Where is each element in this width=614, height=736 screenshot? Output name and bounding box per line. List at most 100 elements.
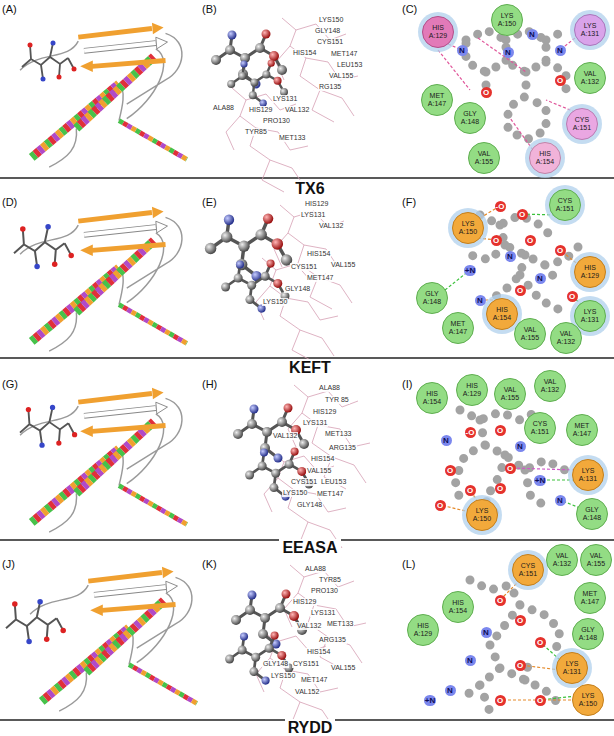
residue-label: GLY148	[262, 660, 289, 668]
residue-label: CYS151	[290, 263, 318, 271]
atom-label: N	[505, 251, 516, 262]
residue-label: HIS129	[312, 408, 337, 416]
residue-label: HIS154	[292, 49, 317, 57]
ligand-title: EEASA	[279, 539, 340, 557]
atom-label: O	[491, 235, 502, 246]
atom-label: -O	[495, 201, 506, 212]
atom-label: O	[517, 209, 528, 220]
residue-circle: LYS A:150	[572, 684, 604, 716]
atom-label: O	[481, 87, 492, 98]
atom-label: O	[495, 483, 506, 494]
residue-circle: VAL A:155	[494, 378, 526, 410]
residue-circle: HIS A:129	[407, 614, 439, 646]
residue-name: VAL A:132	[553, 330, 579, 345]
panel-letter: (D)	[2, 196, 17, 208]
residue-circle: VAL A:132	[574, 62, 606, 94]
atom-label: O	[465, 485, 476, 496]
residue-label: VAL152	[294, 688, 320, 696]
residue-name: GLY A:148	[579, 506, 605, 521]
atom-label: O	[525, 235, 536, 246]
panel-letter: (I)	[402, 378, 412, 390]
residue-name: HIS A:129	[577, 264, 603, 279]
residue-circle: VAL A:132	[534, 370, 566, 402]
residue-label: CYS151	[316, 38, 344, 46]
protein-ribbon	[20, 23, 197, 711]
residue-name: HIS A:129	[425, 24, 451, 39]
residue-name: MET A:147	[424, 92, 450, 107]
residue-label: VAL132	[272, 432, 298, 440]
residue-circle: GLY A:148	[572, 618, 604, 650]
atom-label: N	[535, 273, 546, 284]
atom-label: N	[445, 685, 456, 696]
residue-circle: VAL A:132	[550, 322, 582, 354]
atom-label: N	[555, 45, 566, 56]
residue-circle: VAL A:155	[514, 318, 546, 350]
residue-label: MET147	[306, 274, 334, 282]
residue-name: CYS A:151	[552, 197, 578, 212]
residue-label: VAL155	[306, 467, 332, 475]
residue-label: VAL132	[318, 222, 344, 230]
residue-circle: LYS A:150	[466, 499, 498, 531]
atom-label: +N	[534, 475, 546, 486]
residue-label: VAL155	[330, 664, 356, 672]
residue-name: HIS A:129	[459, 382, 485, 397]
residue-label: LEU153	[336, 61, 363, 69]
residue-name: LYS A:150	[455, 220, 481, 235]
residue-name: MET A:147	[445, 320, 471, 335]
residue-label: LYS150	[270, 672, 296, 680]
residue-label: LYS150	[282, 489, 308, 497]
residue-label: LYS131	[300, 211, 326, 219]
residue-label: HIS154	[306, 648, 331, 656]
residue-label: MET147	[316, 490, 344, 498]
panel-letter: (K)	[202, 558, 217, 570]
residue-name: VAL A:155	[471, 150, 497, 165]
residue-circle: CYS A:151	[512, 554, 544, 586]
residue-label: GLY148	[296, 501, 323, 509]
residue-label: VAL132	[284, 106, 310, 114]
residue-circle: LYS A:131	[556, 652, 588, 684]
residue-name: LYS A:131	[559, 660, 585, 675]
residue-label: RG135	[318, 83, 342, 91]
residue-name: CYS A:151	[569, 116, 595, 131]
residue-circle: VAL A:132	[546, 544, 578, 576]
panel-letter: (E)	[202, 196, 217, 208]
residue-label: TYR85	[318, 576, 342, 584]
residue-name: VAL A:132	[537, 378, 563, 393]
residue-label: PRO130	[310, 587, 339, 595]
residue-name: VAL A:132	[549, 552, 575, 567]
atom-label: N	[527, 29, 538, 40]
residue-name: VAL A:132	[577, 70, 603, 85]
atom-label: N	[457, 45, 468, 56]
atom-label: O	[495, 595, 506, 606]
residue-label: TYR85	[244, 128, 268, 136]
ligand-title: RYDD	[285, 719, 336, 736]
residue-name: HIS A:154	[532, 150, 558, 165]
atom-label: O	[515, 615, 526, 626]
atom-label: N	[475, 295, 486, 306]
residue-circle: MET A:147	[566, 414, 598, 446]
pocket-wireframe	[226, 18, 370, 734]
residue-label: MET133	[324, 430, 352, 438]
residue-name: GLY A:148	[575, 626, 601, 641]
residue-label: ARG135	[328, 444, 357, 452]
atom-label: +N	[464, 265, 476, 276]
residue-circle: LYS A:131	[574, 14, 606, 46]
residue-name: GLY A:148	[457, 110, 483, 125]
residue-name: HIS A:154	[489, 306, 515, 321]
atom-label: O	[535, 637, 546, 648]
residue-circle: LYS A:131	[572, 459, 604, 491]
atom-label: N	[515, 441, 526, 452]
atom-label: O	[445, 465, 456, 476]
residue-circle: LYS A:150	[452, 212, 484, 244]
panel-letter: (C)	[402, 3, 417, 15]
ligand-title: KEFT	[286, 359, 334, 377]
ligand-balls	[205, 30, 314, 685]
atom-label: O	[555, 75, 566, 86]
residue-circle: HIS A:129	[422, 16, 454, 48]
ligand-sticks	[6, 41, 77, 645]
residue-circle: CYS A:151	[549, 189, 581, 221]
residue-name: LYS A:150	[575, 692, 601, 707]
interaction-line	[438, 38, 582, 700]
residue-circle: HIS A:129	[456, 374, 488, 406]
